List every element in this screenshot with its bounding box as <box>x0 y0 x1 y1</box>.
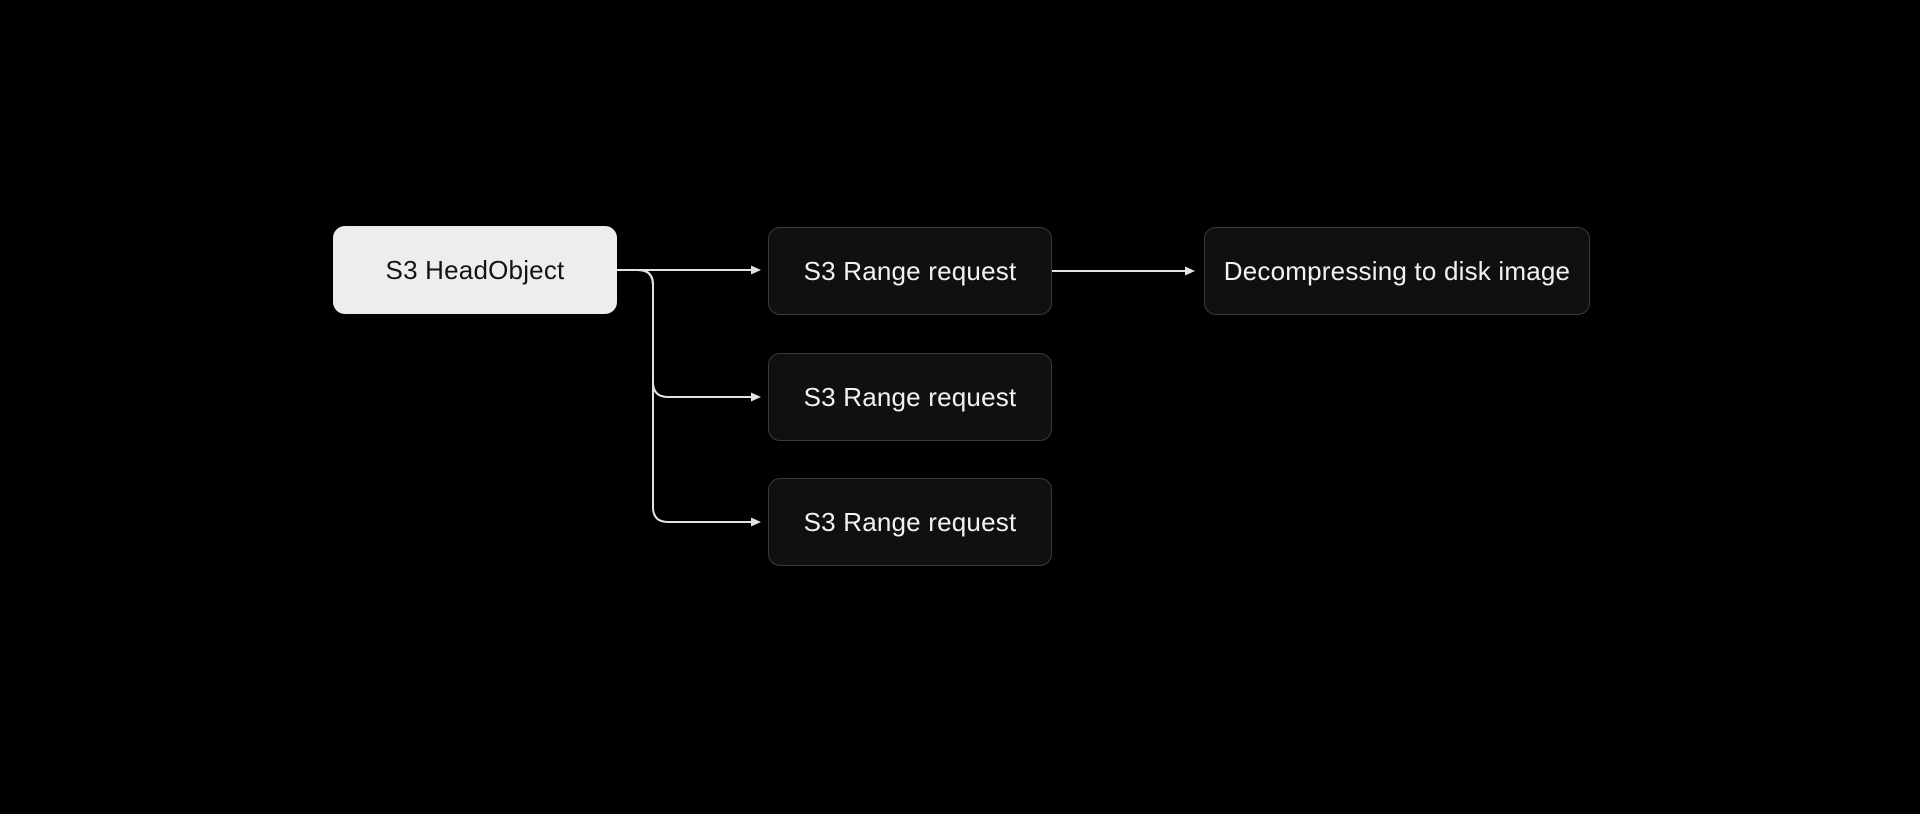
node-decompressing-to-disk-image[interactable]: Decompressing to disk image <box>1204 227 1590 315</box>
node-label: S3 Range request <box>803 381 1017 412</box>
node-s3-range-request-1[interactable]: S3 Range request <box>768 227 1052 315</box>
edge-head-to-range2 <box>616 269 761 402</box>
node-s3-headobject[interactable]: S3 HeadObject <box>333 226 617 314</box>
edge-head-to-range3 <box>616 269 761 527</box>
node-s3-range-request-2[interactable]: S3 Range request <box>768 353 1052 441</box>
node-label: S3 Range request <box>803 255 1017 286</box>
node-label: S3 Range request <box>803 506 1017 537</box>
node-label: S3 HeadObject <box>385 254 565 285</box>
node-s3-range-request-3[interactable]: S3 Range request <box>768 478 1052 566</box>
node-label: Decompressing to disk image <box>1223 255 1571 286</box>
